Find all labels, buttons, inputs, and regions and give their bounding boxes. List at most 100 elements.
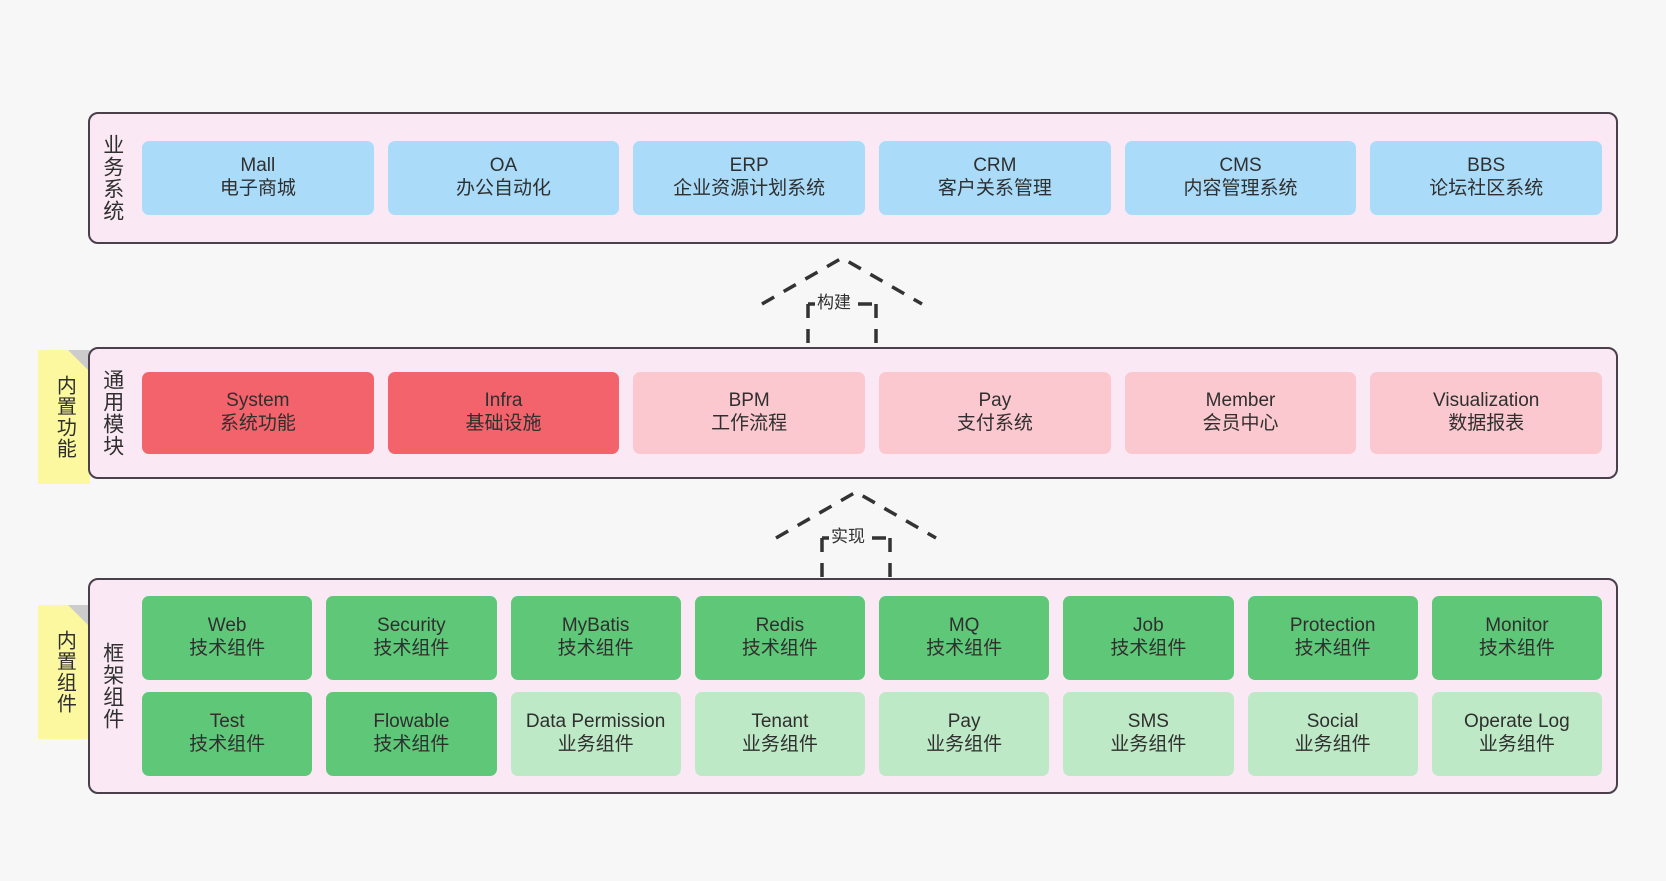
- card-title: MyBatis: [561, 615, 630, 637]
- card-oa[interactable]: OA 办公自动化: [387, 141, 620, 215]
- layer-body-business: Mall 电子商城 OA 办公自动化 ERP 企业资源计划系统 CRM 客户关系…: [134, 114, 1616, 242]
- card-title: Monitor: [1485, 615, 1549, 637]
- card-subtitle: 技术组件: [741, 638, 818, 659]
- card-title: SMS: [1127, 711, 1169, 733]
- card-sms[interactable]: SMS 业务组件: [1063, 692, 1234, 776]
- card-subtitle: 办公自动化: [456, 178, 552, 199]
- card-title: CRM: [973, 155, 1017, 177]
- card-subtitle: 技术组件: [189, 638, 266, 659]
- card-subtitle: 数据报表: [1448, 413, 1525, 434]
- card-job[interactable]: Job 技术组件: [1063, 596, 1234, 680]
- card-title: BBS: [1467, 155, 1506, 177]
- card-subtitle: 业务组件: [741, 734, 818, 755]
- layer-title-framework: 框架组件: [100, 642, 124, 730]
- card-operate-log[interactable]: Operate Log 业务组件: [1431, 692, 1602, 776]
- card-visualization[interactable]: Visualization 数据报表: [1370, 372, 1603, 454]
- card-title: Visualization: [1433, 390, 1540, 412]
- generalization-arrow-implement: 实现: [766, 486, 946, 582]
- layer-title-modules: 通用模块: [100, 369, 124, 457]
- card-subtitle: 内容管理系统: [1183, 178, 1298, 199]
- card-subtitle: 技术组件: [557, 638, 634, 659]
- card-subtitle: 技术组件: [1478, 638, 1555, 659]
- card-flowable[interactable]: Flowable 技术组件: [326, 692, 497, 776]
- card-test[interactable]: Test 技术组件: [142, 692, 313, 776]
- card-title: Data Permission: [525, 711, 666, 733]
- layer-row: Test 技术组件 Flowable 技术组件 Data Permission …: [142, 692, 1602, 776]
- card-title: Security: [377, 615, 446, 637]
- card-title: Test: [209, 711, 245, 733]
- card-title: System: [226, 390, 290, 412]
- layer-row: System 系统功能 Infra 基础设施 BPM 工作流程 Pay 支付系统…: [142, 372, 1603, 454]
- card-erp[interactable]: ERP 企业资源计划系统: [633, 141, 866, 215]
- card-pay-component[interactable]: Pay 业务组件: [879, 692, 1050, 776]
- card-title: ERP: [729, 155, 769, 177]
- card-title: Social: [1306, 711, 1359, 733]
- card-mybatis[interactable]: MyBatis 技术组件: [510, 596, 681, 680]
- card-title: CMS: [1219, 155, 1262, 177]
- card-title: Flowable: [373, 711, 450, 733]
- arrow-label-build: 构建: [815, 288, 853, 313]
- card-subtitle: 技术组件: [1110, 638, 1187, 659]
- card-subtitle: 业务组件: [1478, 734, 1555, 755]
- card-web[interactable]: Web 技术组件: [142, 596, 313, 680]
- card-subtitle: 技术组件: [1294, 638, 1371, 659]
- card-title: MQ: [948, 615, 980, 637]
- arrow-label-implement: 实现: [829, 522, 867, 547]
- card-title: Pay: [978, 390, 1012, 412]
- card-subtitle: 技术组件: [373, 734, 450, 755]
- card-subtitle: 论坛社区系统: [1429, 178, 1544, 199]
- card-subtitle: 企业资源计划系统: [673, 178, 826, 199]
- card-social[interactable]: Social 业务组件: [1247, 692, 1418, 776]
- generalization-arrow-build: 构建: [752, 252, 932, 348]
- card-title: BPM: [728, 390, 770, 412]
- layer-row: Web 技术组件 Security 技术组件 MyBatis 技术组件 Redi…: [142, 596, 1602, 680]
- card-mall[interactable]: Mall 电子商城: [142, 141, 374, 215]
- card-mq[interactable]: MQ 技术组件: [879, 596, 1050, 680]
- card-subtitle: 工作流程: [711, 413, 788, 434]
- card-security[interactable]: Security 技术组件: [326, 596, 497, 680]
- card-title: Tenant: [751, 711, 809, 733]
- layer-business-systems: 业务系统 Mall 电子商城 OA 办公自动化 ERP 企业资源计划系统 CRM…: [88, 112, 1618, 244]
- card-subtitle: 业务组件: [557, 734, 634, 755]
- card-subtitle: 技术组件: [926, 638, 1003, 659]
- card-redis[interactable]: Redis 技术组件: [694, 596, 865, 680]
- card-protection[interactable]: Protection 技术组件: [1247, 596, 1418, 680]
- card-monitor[interactable]: Monitor 技术组件: [1431, 596, 1602, 680]
- layer-framework-components: 框架组件 Web 技术组件 Security 技术组件 MyBatis 技术组件…: [88, 578, 1618, 794]
- card-subtitle: 会员中心: [1202, 413, 1279, 434]
- card-subtitle: 业务组件: [1294, 734, 1371, 755]
- card-member[interactable]: Member 会员中心: [1124, 372, 1357, 454]
- layer-body-modules: System 系统功能 Infra 基础设施 BPM 工作流程 Pay 支付系统…: [134, 349, 1616, 477]
- card-title: Pay: [947, 711, 981, 733]
- card-crm[interactable]: CRM 客户关系管理: [879, 141, 1111, 215]
- card-bpm[interactable]: BPM 工作流程: [633, 372, 866, 454]
- card-subtitle: 业务组件: [1110, 734, 1187, 755]
- layer-row: Mall 电子商城 OA 办公自动化 ERP 企业资源计划系统 CRM 客户关系…: [142, 141, 1603, 215]
- card-title: Protection: [1289, 615, 1376, 637]
- card-data-permission[interactable]: Data Permission 业务组件: [510, 692, 681, 776]
- card-title: Mall: [240, 155, 276, 177]
- card-bbs[interactable]: BBS 论坛社区系统: [1370, 141, 1603, 215]
- note-text: 内置功能: [53, 375, 76, 459]
- card-title: Infra: [484, 390, 523, 412]
- card-pay[interactable]: Pay 支付系统: [879, 372, 1111, 454]
- card-title: Job: [1133, 615, 1164, 637]
- note-text: 内置组件: [53, 630, 76, 714]
- layer-title-business: 业务系统: [100, 134, 124, 222]
- card-subtitle: 基础设施: [465, 413, 542, 434]
- card-title: Web: [207, 615, 247, 637]
- card-subtitle: 系统功能: [219, 413, 296, 434]
- card-subtitle: 技术组件: [189, 734, 266, 755]
- card-tenant[interactable]: Tenant 业务组件: [694, 692, 865, 776]
- card-cms[interactable]: CMS 内容管理系统: [1124, 141, 1357, 215]
- sticky-note-builtin-components: 内置组件: [38, 605, 90, 739]
- card-title: Operate Log: [1464, 711, 1570, 733]
- card-infra[interactable]: Infra 基础设施: [387, 372, 620, 454]
- layer-body-framework: Web 技术组件 Security 技术组件 MyBatis 技术组件 Redi…: [134, 580, 1616, 792]
- card-subtitle: 技术组件: [373, 638, 450, 659]
- card-subtitle: 业务组件: [926, 734, 1003, 755]
- card-system[interactable]: System 系统功能: [142, 372, 374, 454]
- card-subtitle: 客户关系管理: [937, 178, 1052, 199]
- layer-common-modules: 通用模块 System 系统功能 Infra 基础设施 BPM 工作流程 Pay…: [88, 347, 1618, 479]
